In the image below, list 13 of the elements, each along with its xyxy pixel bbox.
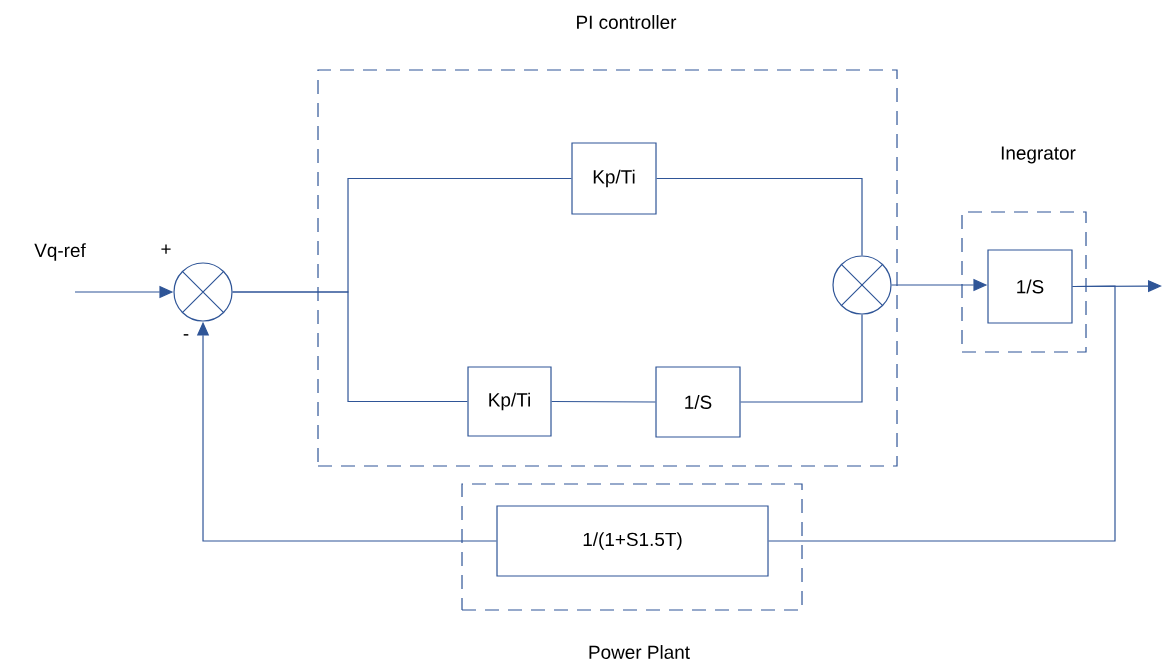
transfer-function-block: 1/(1+S1.5T) [496, 505, 769, 577]
summing-junction [832, 255, 892, 315]
transfer-function-block: 1/S [987, 249, 1073, 324]
node-label: Inegrator [1001, 146, 1076, 164]
node-label: PI controller [577, 15, 677, 29]
sign-label: + [161, 244, 171, 254]
transfer-function-block: Kp/Ti [571, 142, 657, 215]
transfer-function-block: 1/S [655, 366, 741, 438]
signal-label: Vq-ref [34, 243, 86, 261]
sign-label: - [183, 334, 189, 336]
transfer-function-block: Kp/Ti [467, 366, 552, 437]
summing-junction [173, 262, 233, 322]
node-label: Power Plant [589, 645, 690, 659]
